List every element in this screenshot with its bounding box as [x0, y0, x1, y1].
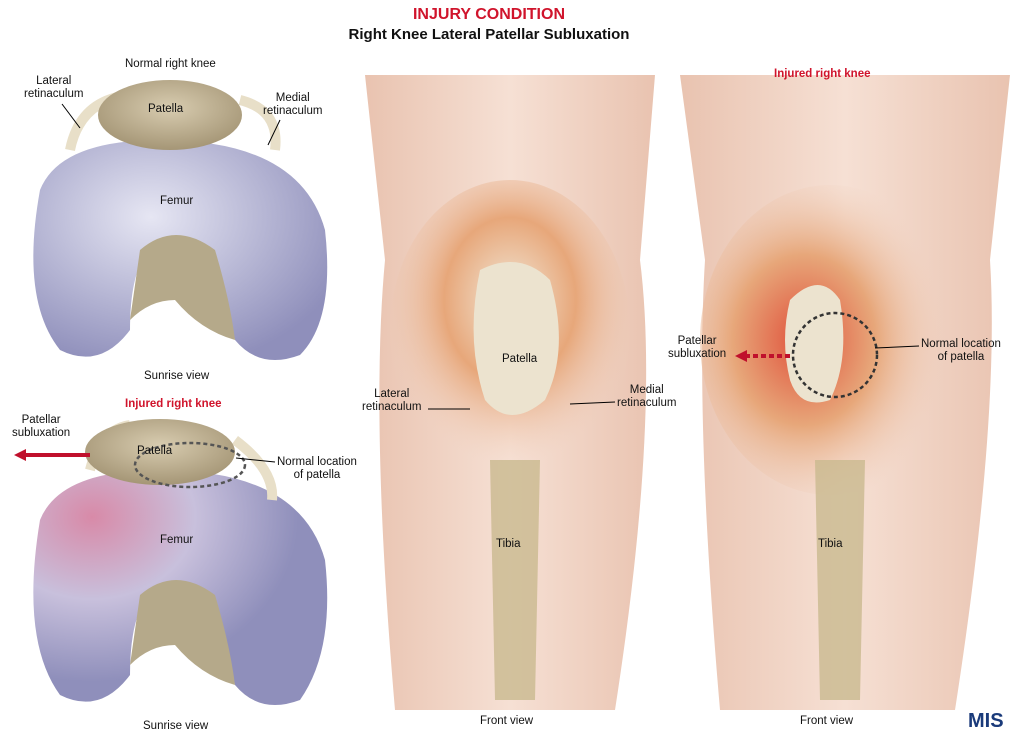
caption-front-view: Front view	[800, 715, 854, 727]
label-lateral-retinaculum: Lateral retinaculum	[24, 75, 84, 100]
normal-patella	[98, 80, 242, 150]
label-patellar-subluxation: Patellar subluxation	[668, 335, 727, 360]
page-title: INJURY CONDITION	[412, 6, 565, 23]
label-medial-retinaculum: Medial retinaculum	[263, 92, 323, 117]
label-medial-retinaculum: Medial retinaculum	[617, 384, 677, 409]
front-subluxation-arrowhead	[735, 350, 747, 362]
injured-heading: Injured right knee	[125, 398, 222, 410]
injured-front-leg	[680, 75, 1010, 710]
caption-sunrise-view: Sunrise view	[143, 720, 209, 732]
label-patella: Patella	[502, 353, 538, 365]
normal-location-circle	[791, 311, 879, 399]
label-normal-location: Normal location of patella	[277, 456, 357, 481]
leader-lines	[61, 103, 920, 463]
normal-front-leg	[365, 75, 655, 710]
mis-logo: MIS	[968, 710, 1004, 732]
label-tibia: Tibia	[818, 538, 843, 550]
label-patella: Patella	[148, 103, 184, 115]
caption-sunrise-view: Sunrise view	[144, 370, 210, 382]
injured-femur	[33, 470, 328, 705]
subluxation-arrowhead	[14, 449, 26, 461]
caption-front-view: Front view	[480, 715, 534, 727]
label-lateral-retinaculum: Lateral retinaculum	[362, 388, 422, 413]
label-tibia: Tibia	[496, 538, 521, 550]
injured-patella	[85, 419, 235, 485]
normal-location-outline	[133, 441, 247, 489]
label-normal-location: Normal location of patella	[921, 338, 1001, 363]
normal-femur	[33, 140, 328, 360]
page-subtitle: Right Knee Lateral Patellar Subluxation	[348, 26, 630, 43]
label-femur: Femur	[160, 534, 194, 546]
label-femur: Femur	[160, 195, 194, 207]
header: INJURY CONDITION Right Knee Lateral Pate…	[0, 6, 1024, 43]
injured-heading: Injured right knee	[774, 68, 871, 80]
label-patellar-subluxation: Patellar subluxation	[12, 414, 71, 439]
normal-heading: Normal right knee	[125, 58, 216, 70]
label-patella: Patella	[137, 445, 173, 457]
